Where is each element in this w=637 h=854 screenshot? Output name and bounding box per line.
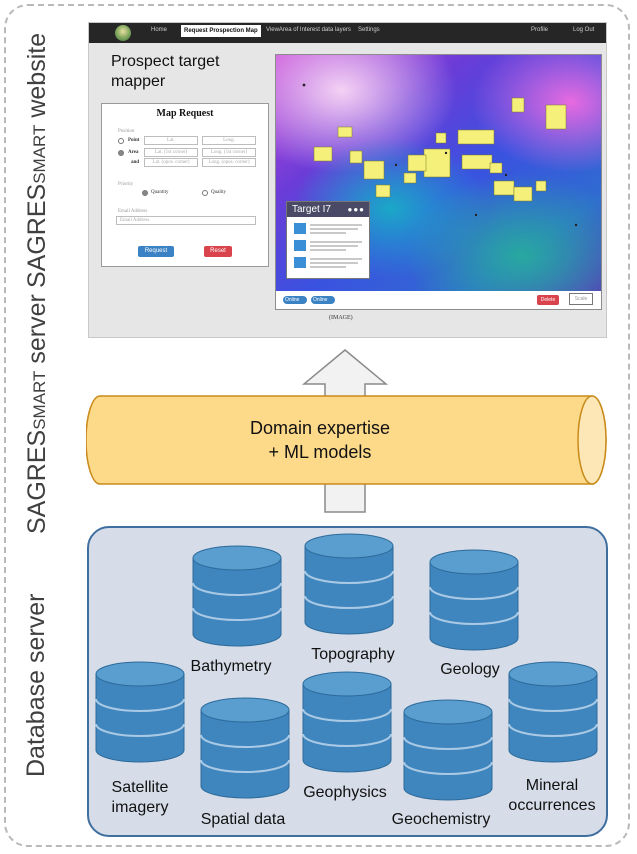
email-field[interactable]: Email Address: [116, 216, 256, 225]
server-cylinder: [86, 395, 607, 485]
map-request-form: Map Request Position Point Lat. Long. Ar…: [101, 103, 269, 267]
satellite-label: Satellite imagery: [111, 779, 169, 816]
target-item-line: [310, 245, 358, 247]
toggle-online-2-label: Online: [313, 297, 328, 303]
satellite-db-icon: [95, 661, 185, 763]
area-label: Area: [128, 150, 139, 155]
area-radio[interactable]: [118, 150, 124, 156]
bathymetry-label: Bathymetry: [190, 658, 272, 675]
quantity-label: Quantity: [151, 190, 169, 195]
toggle-online-1-label: Online: [285, 297, 300, 303]
quantity-radio[interactable]: [142, 190, 148, 196]
topography-label: Topography: [311, 646, 395, 663]
target-item-icon: [294, 257, 306, 268]
quality-radio[interactable]: [202, 190, 208, 196]
toggle-online-2[interactable]: Online: [311, 296, 335, 304]
app-title: Prospect target mapper: [111, 53, 220, 90]
point-label: Point: [128, 138, 140, 143]
server-label: Domain expertise + ML models: [249, 418, 391, 462]
delete-button[interactable]: Delete: [537, 295, 559, 305]
target-item-line: [310, 258, 362, 260]
nav-home[interactable]: Home: [151, 27, 168, 33]
scale-button[interactable]: Scale: [569, 293, 593, 305]
point-radio[interactable]: [118, 138, 124, 144]
geophysics-label: Geophysics: [303, 784, 387, 801]
bathymetry-db-icon: [192, 545, 282, 647]
website-mockup: Home Request Prospection Map ViewArea of…: [88, 22, 607, 338]
toggle-online-1[interactable]: Online: [283, 296, 307, 304]
priority-label: Priority: [118, 182, 134, 187]
target-item-line: [310, 266, 346, 268]
geophysics-db-icon: [302, 671, 392, 773]
area-long1-field[interactable]: Long. (1st corner): [202, 148, 256, 157]
target-card[interactable]: Target I7 ●●●: [286, 201, 370, 279]
email-label: Email Address: [118, 209, 148, 214]
geochemistry-label: Geochemistry: [391, 811, 491, 828]
geochemistry-db-icon: [403, 699, 493, 801]
logo-icon: [115, 25, 131, 41]
quality-label: Quality: [211, 190, 226, 195]
area-lat2-field[interactable]: Lat. (opos. corner): [144, 158, 198, 167]
navbar: Home Request Prospection Map ViewArea of…: [89, 23, 606, 43]
target-item-line: [310, 228, 358, 230]
outer-frame: [4, 4, 630, 847]
topography-db-icon: [304, 533, 394, 635]
target-item-line: [310, 262, 358, 264]
target-item-icon: [294, 223, 306, 234]
spatial-db-icon: [200, 697, 290, 799]
area-lat1-field[interactable]: Lat. (1st corner): [144, 148, 198, 157]
nav-view-area[interactable]: ViewArea of Interest data layers: [266, 27, 351, 33]
spatial-label: Spatial data: [200, 811, 286, 828]
map-controls: Online Online Delete Scale: [275, 291, 602, 313]
nav-profile[interactable]: Profile: [531, 27, 549, 33]
geology-label: Geology: [440, 661, 500, 678]
request-button[interactable]: Request: [138, 246, 174, 257]
reset-button[interactable]: Reset: [204, 246, 232, 257]
target-item-line: [310, 232, 346, 234]
and-label: and: [131, 160, 140, 165]
target-item-line: [310, 224, 362, 226]
area-long2-field[interactable]: Long. (opos. corner): [202, 158, 256, 167]
target-card-title: Target I7: [287, 202, 369, 217]
more-icon[interactable]: ●●●: [347, 205, 365, 214]
nav-logout[interactable]: Log Out: [573, 27, 595, 33]
nav-settings[interactable]: Settings: [358, 27, 380, 33]
nav-request-map[interactable]: Request Prospection Map: [181, 25, 261, 37]
prospection-map[interactable]: Target I7 ●●●: [275, 54, 602, 310]
mineral-label: Mineral occurrences: [508, 777, 596, 814]
position-label: Position: [118, 129, 135, 134]
point-lat-field[interactable]: Lat.: [144, 136, 198, 145]
geology-db-icon: [429, 549, 519, 651]
point-long-field[interactable]: Long.: [202, 136, 256, 145]
target-item-icon: [294, 240, 306, 251]
target-item-line: [310, 241, 362, 243]
form-title: Map Request: [156, 108, 214, 119]
image-caption: (IMAGE): [329, 315, 353, 321]
target-item-line: [310, 249, 346, 251]
